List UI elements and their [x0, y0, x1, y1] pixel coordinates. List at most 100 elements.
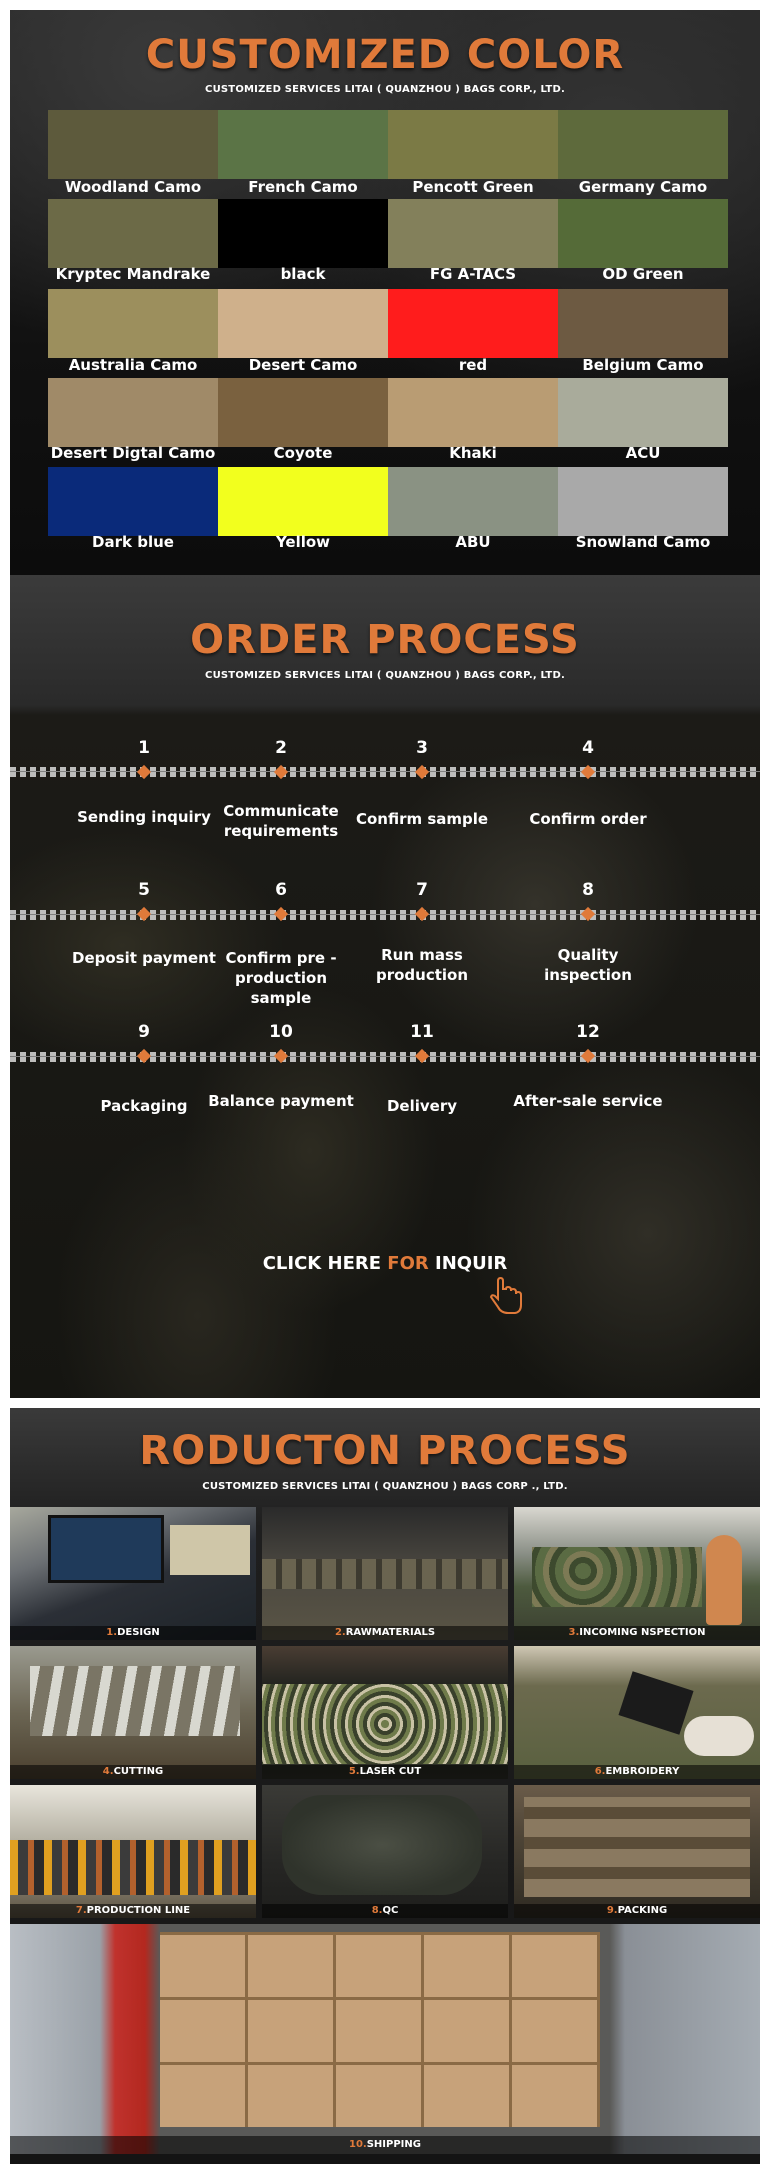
photo-design: 1.DESIGN: [10, 1507, 256, 1640]
paper-image: [170, 1525, 250, 1575]
color-swatch: [48, 199, 218, 268]
step-label: Confirm order: [529, 810, 647, 828]
swatch-label: black: [280, 265, 326, 283]
color-swatch: [218, 110, 388, 179]
step-number: 2: [275, 738, 287, 758]
swatch-label: red: [458, 356, 488, 374]
swatch-label: Woodland Camo: [64, 178, 202, 196]
color-swatch: [388, 467, 558, 536]
step-number: 7: [416, 880, 428, 900]
stage-caption: 1.DESIGN: [10, 1626, 256, 1640]
photo-rawmaterials: 2.RAWMATERIALS: [262, 1507, 508, 1640]
stage-caption: 9.PACKING: [514, 1904, 760, 1918]
section-title: CUSTOMIZED COLOR: [145, 32, 625, 78]
swatch-label: Snowland Camo: [575, 533, 711, 551]
swatch-label: Desert Camo: [248, 356, 358, 374]
color-swatch: [388, 110, 558, 179]
color-swatch: [558, 110, 728, 179]
cta-text: CLICK HERE: [262, 1253, 388, 1274]
color-swatch: [388, 378, 558, 447]
timeline-track: [10, 767, 760, 777]
shelves-image: [262, 1559, 508, 1589]
step-label: Confirm sample: [355, 810, 489, 828]
worker-image: [706, 1535, 742, 1625]
swatch-label: FG A-TACS: [429, 265, 517, 283]
stage-caption: 8.QC: [262, 1904, 508, 1918]
stage-caption: 4.CUTTING: [10, 1765, 256, 1779]
step-number: 12: [576, 1022, 600, 1042]
monitor-image: [48, 1515, 164, 1583]
stage-caption: 10.SHIPPING: [10, 2136, 760, 2154]
step-label: Sending inquiry: [77, 808, 211, 826]
step-number: 6: [275, 880, 287, 900]
production-process-section: RODUCTON PROCESS CUSTOMIZED SERVICES LIT…: [10, 1408, 760, 2164]
color-swatch: [218, 378, 388, 447]
step-label: Quality inspection: [544, 946, 632, 984]
cta-text-end: INQUIR: [428, 1253, 508, 1274]
swatch-label: OD Green: [602, 265, 684, 283]
photo-incoming-inspection: 3.INCOMING NSPECTION: [514, 1507, 760, 1640]
color-swatch: [388, 289, 558, 358]
swatch-label: Dark blue: [92, 533, 174, 551]
photo-shipping: 10.SHIPPING: [10, 1924, 760, 2154]
photo-embroidery: 6.EMBROIDERY: [514, 1646, 760, 1779]
color-swatch: [48, 467, 218, 536]
swatch-label: Belgium Camo: [582, 356, 704, 374]
photo-qc: 8.QC: [262, 1785, 508, 1918]
swatch-label: Kryptec Mandrake: [55, 265, 211, 283]
step-number: 9: [138, 1022, 150, 1042]
color-swatch: [558, 378, 728, 447]
photo-cutting: 4.CUTTING: [10, 1646, 256, 1779]
fabric-image: [532, 1547, 702, 1607]
order-process-section: ORDER PROCESS CUSTOMIZED SERVICES LITAI …: [10, 575, 760, 1398]
step-number: 5: [138, 880, 150, 900]
stage-caption: 6.EMBROIDERY: [514, 1765, 760, 1779]
photo-production-line: 7.PRODUCTION LINE: [10, 1785, 256, 1918]
color-swatch: [558, 199, 728, 268]
section-title: ORDER PROCESS: [190, 617, 580, 663]
step-label: Deposit payment: [72, 949, 216, 967]
step-label: Run mass production: [375, 946, 469, 984]
step-number: 4: [582, 738, 594, 758]
hand-image: [684, 1716, 754, 1756]
section-title: RODUCTON PROCESS: [139, 1428, 631, 1474]
laser-fabric-image: [262, 1684, 508, 1764]
step-label: Delivery: [386, 1097, 458, 1115]
color-swatch: [218, 199, 388, 268]
bag-image: [282, 1795, 482, 1895]
device-image: [618, 1671, 694, 1735]
swatch-label: ACU: [625, 444, 661, 462]
swatch-label: Desert Digtal Camo: [50, 444, 216, 462]
stage-caption: 2.RAWMATERIALS: [262, 1626, 508, 1640]
step-label: Communicate requirements: [223, 802, 339, 840]
step-label: Confirm pre - production sample: [225, 949, 337, 1007]
step-number: 10: [269, 1022, 293, 1042]
step-label: Balance payment: [208, 1092, 354, 1110]
machines-image: [30, 1666, 240, 1736]
color-swatch: [218, 289, 388, 358]
timeline-track: [10, 1052, 760, 1062]
color-swatch: [48, 110, 218, 179]
stage-caption: 3.INCOMING NSPECTION: [514, 1626, 760, 1640]
swatch-label: Khaki: [449, 444, 497, 462]
cta-accent: FOR: [387, 1253, 429, 1274]
swatch-label: Germany Camo: [578, 178, 708, 196]
color-swatch: [218, 467, 388, 536]
section-subtitle: CUSTOMIZED SERVICES LITAI ( QUANZHOU ) B…: [202, 1481, 568, 1492]
photo-laser-cut: 5.LASER CUT: [262, 1646, 508, 1779]
step-number: 8: [582, 880, 594, 900]
swatch-label: French Camo: [248, 178, 358, 196]
pointing-hand-icon[interactable]: [488, 1277, 528, 1317]
stage-caption: 5.LASER CUT: [262, 1765, 508, 1779]
cartons-image: [160, 1932, 600, 2127]
stage-caption: 7.PRODUCTION LINE: [10, 1904, 256, 1918]
swatch-label: ABU: [455, 533, 491, 551]
section-subtitle: CUSTOMIZED SERVICES LITAI ( QUANZHOU ) B…: [205, 84, 565, 95]
swatch-label: Coyote: [273, 444, 333, 462]
step-label: After-sale service: [513, 1092, 663, 1110]
color-swatch: [558, 289, 728, 358]
swatch-label: Australia Camo: [68, 356, 198, 374]
inquiry-link[interactable]: CLICK HERE FOR INQUIR: [10, 1253, 760, 1274]
packed-goods-image: [524, 1797, 750, 1897]
timeline-track: [10, 910, 760, 920]
